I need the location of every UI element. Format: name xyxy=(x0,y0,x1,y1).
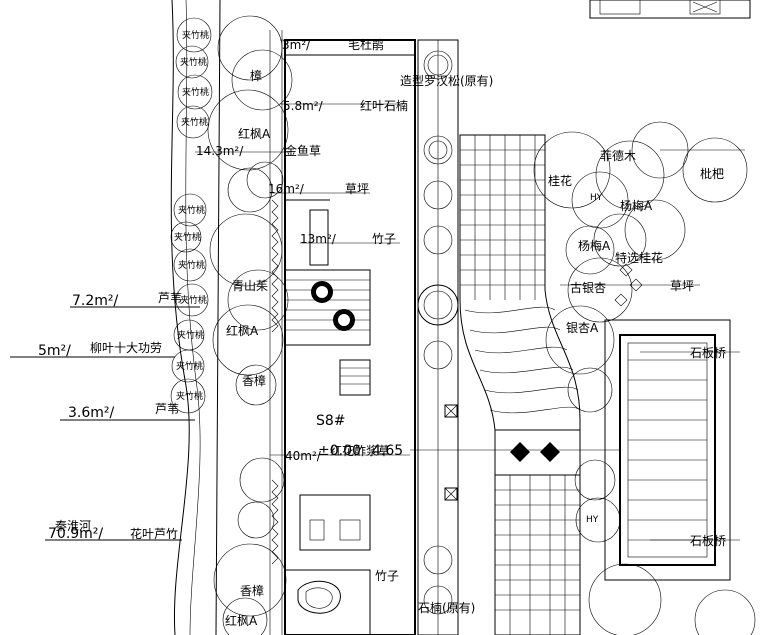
plant-label-2: 青山茱 xyxy=(232,279,268,293)
plant-label-14: 特选桂花 xyxy=(615,250,663,265)
area-label-a7: 5m²/ xyxy=(38,343,71,359)
plant-label-4: 香樟 xyxy=(242,373,266,388)
plant-label-7: 桂花 xyxy=(548,173,572,188)
plant-labels: 造型罗汉松(原有) 红枫A 青山茱 红枫A 香樟 竹子 石楠(原有) 桂花 HY… xyxy=(55,68,724,628)
tree-canopies-left xyxy=(207,15,293,635)
leader-lines xyxy=(10,39,745,541)
area-labels: 3m²/ 毛杜鹃 5.8m²/ 红叶石楠 14.3m²/ 金鱼草 16m²/ 草… xyxy=(38,37,408,542)
building-labels: S8# ±0.00 4.65 石板桥 石板桥 xyxy=(316,346,726,548)
plant-label-12: 银杏A xyxy=(566,321,599,335)
brick-paving-path xyxy=(459,134,581,635)
tree-canopies-right xyxy=(533,121,756,635)
shrub-strip xyxy=(269,30,283,635)
plant-label-0: 造型罗汉松(原有) xyxy=(400,74,493,88)
species-label-a7: 柳叶十大功劳 xyxy=(90,341,162,355)
species-label-a1: 毛杜鹃 xyxy=(348,37,384,52)
species-label-a2: 红叶石楠 xyxy=(360,98,408,113)
area-label-a5: 13m²/ xyxy=(300,232,337,246)
tree-tag-9: 夹竹桃 xyxy=(177,329,204,341)
species-label-a5: 竹子 xyxy=(372,232,396,246)
tree-tag-6: 夹竹桃 xyxy=(174,231,201,243)
paving-column-left xyxy=(417,39,459,635)
plant-label-18: 秦淮河 xyxy=(55,519,91,533)
plant-label-3: 红枫A xyxy=(226,323,259,338)
tree-tag-3: 夹竹桃 xyxy=(182,86,209,98)
species-label-a4: 草坪 xyxy=(345,182,369,196)
area-label-a1: 3m²/ xyxy=(282,38,311,52)
plant-label-9: 杨梅A xyxy=(620,198,653,213)
species-label-a10: 红花酢浆草 xyxy=(330,443,390,458)
tree-tag-5: 夹竹桃 xyxy=(178,204,205,216)
building-code: S8# xyxy=(316,413,346,429)
area-label-a8: 3.6m²/ xyxy=(68,405,115,421)
left-river-edge xyxy=(170,0,221,635)
tree-tag-7: 夹竹桃 xyxy=(178,259,205,271)
plant-label-6: 石楠(原有) xyxy=(418,600,475,615)
plant-label-20: 樟 xyxy=(250,68,262,83)
left-tree-row xyxy=(170,17,213,414)
elevation-value: 4.65 xyxy=(372,443,403,459)
tree-tag-8: 夹竹桃 xyxy=(180,294,207,306)
tree-tag-4: 夹竹桃 xyxy=(181,116,208,128)
tree-tags: 夹竹桃 夹竹桃 夹竹桃 夹竹桃 夹竹桃 夹竹桃 夹竹桃 夹竹桃 夹竹桃 夹竹桃 … xyxy=(174,29,209,402)
tree-tag-2: 夹竹桃 xyxy=(180,56,207,68)
area-label-a4: 16m²/ xyxy=(268,182,305,196)
tree-tag-11: 夹竹桃 xyxy=(176,390,203,402)
side-label-top: 石板桥 xyxy=(690,346,726,360)
species-label-a3: 金鱼草 xyxy=(285,143,321,158)
top-building-outline xyxy=(589,0,751,19)
plant-label-11: 古银杏 xyxy=(570,280,606,295)
tree-tag-1: 夹竹桃 xyxy=(182,29,209,41)
species-label-a9: 花叶芦竹 xyxy=(130,526,178,541)
area-label-a3: 14.3m²/ xyxy=(196,144,244,158)
plant-label-19: HY xyxy=(586,515,599,525)
plant-label-8: HY xyxy=(590,193,603,203)
plant-label-16: 红枫A xyxy=(225,613,258,628)
species-label-a6: 芦苇 xyxy=(158,291,182,305)
plant-label-1: 红枫A xyxy=(238,126,271,141)
elevation-label: ±0.00 xyxy=(318,443,361,459)
species-label-a8: 芦苇 xyxy=(155,402,179,416)
building-walls xyxy=(284,39,416,635)
plant-label-10: 杨梅A xyxy=(578,238,611,253)
plant-label-15: 香樟 xyxy=(240,583,264,598)
plant-label-5: 竹子 xyxy=(375,569,399,583)
area-label-a9: 70.9m²/ xyxy=(48,526,103,542)
plant-label-21: 菲德木 xyxy=(600,148,636,163)
tree-tag-10: 夹竹桃 xyxy=(176,360,203,372)
area-label-a2: 5.8m²/ xyxy=(283,99,324,113)
side-label-bottom: 石板桥 xyxy=(690,534,726,548)
area-label-a10: 40m²/ xyxy=(285,449,322,463)
plant-label-17: 枇杷 xyxy=(700,166,724,181)
plant-label-13: 草坪 xyxy=(670,279,694,293)
area-label-a6: 7.2m²/ xyxy=(72,293,119,309)
round-planters xyxy=(297,281,355,614)
